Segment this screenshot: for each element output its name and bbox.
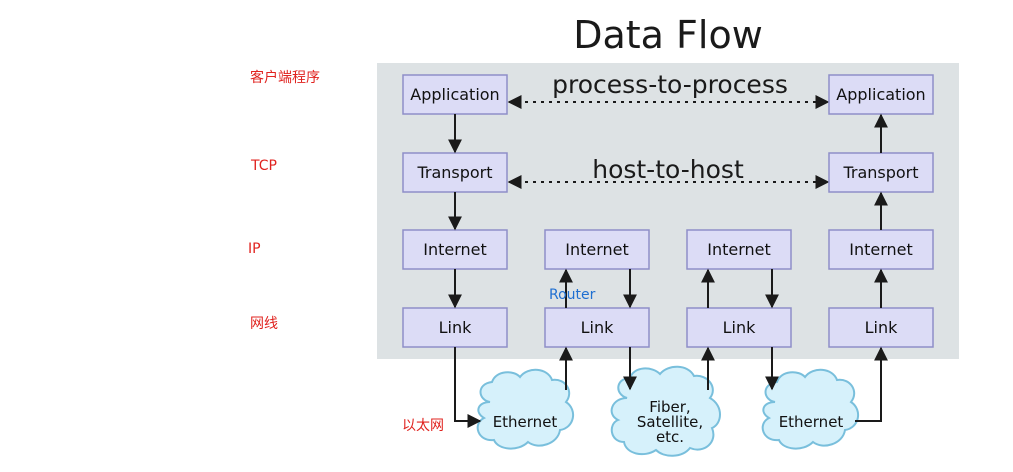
svg-text:Satellite,: Satellite, (637, 413, 703, 431)
svg-text:Application: Application (410, 85, 499, 104)
ethernet-right-cloud: Ethernet (761, 368, 860, 450)
svg-text:Internet: Internet (707, 240, 771, 259)
left-application-box: Application (402, 74, 508, 115)
left-transport-box: Transport (402, 152, 508, 193)
svg-text:Link: Link (581, 318, 615, 337)
svg-text:Ethernet: Ethernet (493, 413, 558, 431)
left-internet-box: Internet (402, 229, 508, 270)
svg-text:Ethernet: Ethernet (779, 413, 844, 431)
process-to-process-label: process-to-process (552, 70, 788, 99)
annotation-ethernet-cn: 以太网 (402, 418, 444, 434)
router1-link-box: Link (544, 307, 650, 348)
router2-internet-box: Internet (686, 229, 792, 270)
annotation-ip: IP (248, 241, 261, 257)
right-link-box: Link (828, 307, 934, 348)
svg-text:Transport: Transport (842, 163, 918, 182)
svg-text:Application: Application (836, 85, 925, 104)
svg-text:Link: Link (439, 318, 473, 337)
right-application-box: Application (828, 74, 934, 115)
fiber-satellite-cloud: Fiber, Satellite, etc. (610, 365, 721, 457)
router1-internet-box: Internet (544, 229, 650, 270)
annotation-tcp: TCP (251, 158, 277, 174)
annotation-wire: 网线 (250, 316, 278, 332)
svg-text:Link: Link (865, 318, 899, 337)
arrow-ethernet-to-right-link (855, 346, 888, 422)
diagram-title: Data Flow (573, 13, 763, 57)
right-internet-box: Internet (828, 229, 934, 270)
svg-text:Fiber,: Fiber, (649, 398, 690, 416)
svg-text:Link: Link (723, 318, 757, 337)
svg-text:Transport: Transport (416, 163, 492, 182)
ethernet-left-cloud: Ethernet (476, 368, 575, 450)
arrow-left-link-to-ethernet (454, 347, 482, 428)
host-to-host-label: host-to-host (592, 155, 744, 184)
annotation-router: Router (549, 287, 596, 303)
svg-text:etc.: etc. (656, 428, 684, 446)
annotation-client-program: 客户端程序 (250, 70, 320, 86)
left-link-box: Link (402, 307, 508, 348)
svg-text:Internet: Internet (565, 240, 629, 259)
svg-text:Internet: Internet (849, 240, 913, 259)
router2-link-box: Link (686, 307, 792, 348)
svg-text:Internet: Internet (423, 240, 487, 259)
right-transport-box: Transport (828, 152, 934, 193)
